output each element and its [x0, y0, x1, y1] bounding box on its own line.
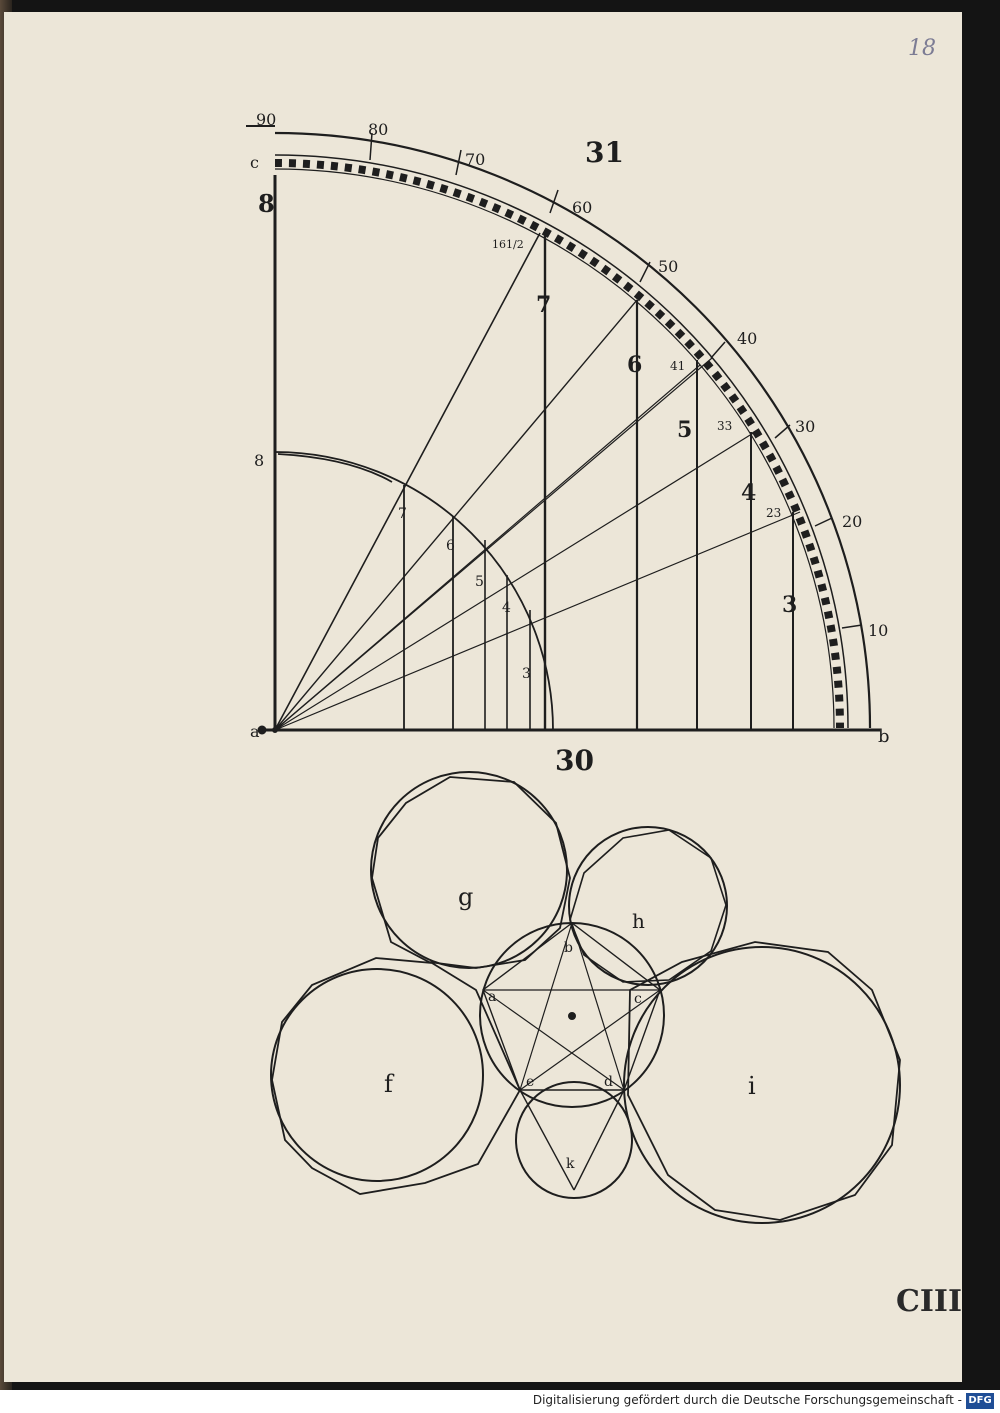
- scale-tick: [774, 424, 791, 439]
- outer-vertical-number-3: 3: [782, 592, 797, 618]
- circle-label-a: a: [488, 989, 496, 1005]
- inner-vertical-number-3: 3: [522, 666, 531, 682]
- outer-arc: [274, 131, 872, 729]
- radial-line-6: [274, 299, 638, 731]
- circle-k: [515, 1081, 633, 1199]
- chord-value-161-2: 161/2: [492, 238, 524, 251]
- outer-vertical-number-4: 4: [741, 480, 756, 506]
- small-quarter-arc: [274, 451, 554, 731]
- circle-g: [370, 771, 568, 969]
- corner-label-left: a: [250, 722, 260, 741]
- inner-vertical-number-4: 4: [502, 600, 511, 616]
- scale-tick: [841, 624, 863, 629]
- scale-label-10: 10: [868, 621, 888, 640]
- star-line: [519, 989, 661, 1091]
- scale-tick: [710, 341, 726, 359]
- inner-vertical-number-5: 5: [475, 574, 484, 590]
- center-dot: [272, 727, 278, 733]
- polygon-i: [627, 941, 901, 1221]
- left-mark-upper: 8: [258, 189, 275, 218]
- corner-label-top: c: [250, 153, 259, 172]
- outer-vertical-number-5: 5: [677, 417, 692, 443]
- page-signature: CIII: [896, 1284, 962, 1319]
- outer-vertical-number-7: 7: [536, 292, 551, 318]
- inner-arc: [274, 154, 849, 729]
- folio-number: 18: [908, 36, 936, 61]
- corner-a-dot: [257, 725, 267, 735]
- chord-value-23: 23: [766, 506, 781, 520]
- footer-funding-text: Digitalisierung gefördert durch die Deut…: [532, 1393, 962, 1407]
- circle-label-c: c: [634, 991, 642, 1007]
- footer-bar: Digitalisierung gefördert durch die Deut…: [0, 1390, 1000, 1413]
- dfg-logo: DFG: [966, 1393, 994, 1409]
- base-number: 30: [555, 744, 594, 777]
- chord-value-41: 41: [670, 359, 685, 373]
- scale-label-80: 80: [368, 120, 388, 139]
- scale-tick: [639, 261, 651, 283]
- circle-label-h: h: [632, 909, 645, 933]
- star-line: [571, 922, 625, 1091]
- scale-label-20: 20: [842, 512, 862, 531]
- star-line: [482, 989, 625, 1091]
- circle-label-i: i: [748, 1072, 756, 1100]
- scale-label-50: 50: [658, 257, 678, 276]
- scale-label-70: 70: [465, 150, 485, 169]
- scale-label-90: 90: [256, 110, 276, 129]
- scale-label-60: 60: [572, 198, 592, 217]
- radial-line-3: [274, 511, 801, 731]
- triangle-line: [519, 1089, 575, 1191]
- figure-number: 31: [585, 136, 624, 169]
- left-mark-lower: 8: [254, 451, 264, 470]
- inner-vertical-number-7: 7: [398, 506, 407, 522]
- scale-tick: [455, 149, 462, 176]
- circle-label-d: d: [604, 1074, 613, 1090]
- circle-label-e: e: [526, 1074, 534, 1090]
- radial-line-4: [274, 431, 756, 731]
- center-point: [568, 1012, 576, 1020]
- circle-label-b: b: [564, 940, 573, 956]
- checkered-band-inner-arc: [274, 168, 835, 729]
- polygon-g: [371, 776, 571, 969]
- outer-vertical-number-6: 6: [627, 352, 642, 378]
- scale-tick: [549, 189, 559, 214]
- triangle-line: [573, 1089, 625, 1191]
- scale-label-40: 40: [737, 329, 757, 348]
- star-line: [519, 922, 573, 1091]
- chord-value-33: 33: [717, 419, 732, 433]
- circle-label-f: f: [384, 1070, 395, 1098]
- radial-line-7: [274, 232, 541, 731]
- circle-f: [270, 968, 484, 1182]
- scale-label-30: 30: [795, 417, 815, 436]
- circle-i: [623, 946, 901, 1224]
- circle-label-g: g: [458, 883, 473, 911]
- left-mark-arc: [277, 453, 393, 483]
- radial-line-5b: [274, 357, 713, 731]
- inner-pentagon: [482, 922, 661, 1091]
- polygon-h: [569, 829, 727, 983]
- quadrant-figure: [246, 125, 880, 735]
- inner-vertical-number-6: 6: [446, 538, 455, 554]
- corner-label-right: b: [878, 726, 890, 747]
- scale-tick: [369, 132, 373, 161]
- circles-figure: [270, 771, 901, 1224]
- circle-h: [568, 826, 728, 986]
- checkered-band-arc: [274, 159, 844, 729]
- circle-label-k: k: [566, 1156, 575, 1172]
- scale-tick: [814, 517, 833, 527]
